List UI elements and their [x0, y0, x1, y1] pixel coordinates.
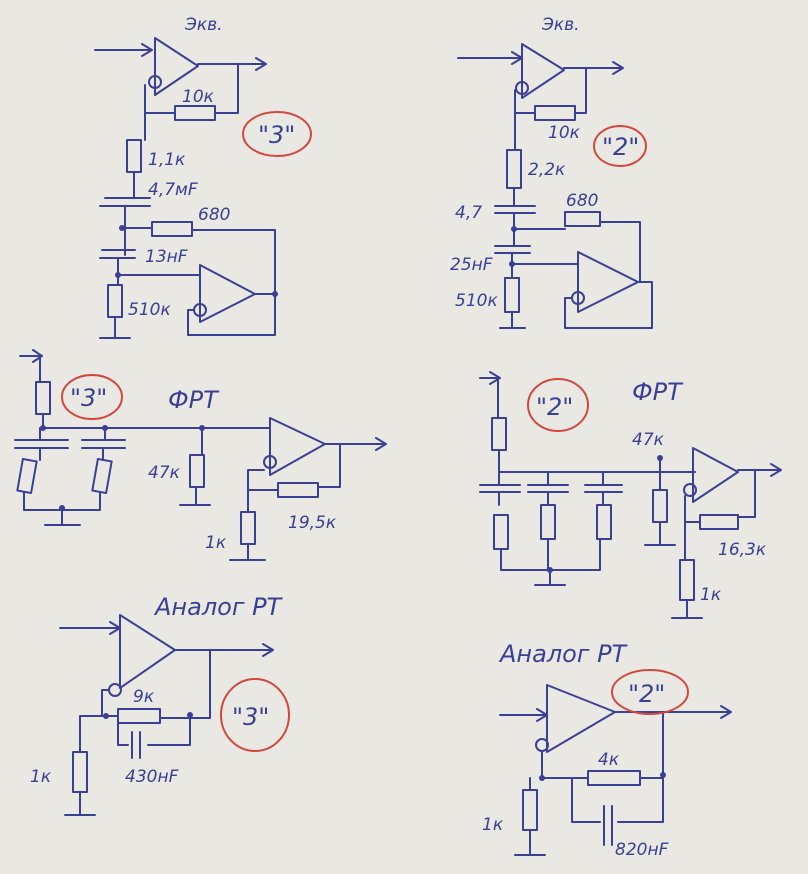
variant-label: "3" — [70, 384, 107, 412]
title: Аналог РТ — [153, 593, 284, 621]
label: 1,1к — [148, 150, 186, 170]
label: 1к — [205, 533, 227, 553]
output-arrow — [197, 57, 267, 71]
label: 510к — [128, 300, 171, 320]
label: 10к — [548, 123, 581, 143]
resistor — [126, 139, 142, 173]
label: 4,7 — [455, 203, 482, 223]
resistor — [107, 284, 123, 318]
analog-rt-circuit-2: Аналог РТ 4к 820нF 1к "2" — [482, 640, 732, 860]
label: 47к — [148, 463, 181, 483]
resistor — [151, 221, 193, 237]
label: 680 — [198, 205, 230, 225]
label: 10к — [182, 87, 215, 107]
label: 1к — [30, 767, 52, 787]
label: 820нF — [615, 840, 669, 860]
label: 1к — [482, 815, 504, 835]
label: 19,5к — [288, 513, 337, 533]
label: 4,7мF — [148, 180, 198, 200]
label: 16,3к — [718, 540, 767, 560]
variant-circle — [242, 111, 312, 157]
label: 47к — [632, 430, 665, 450]
resistor — [174, 105, 216, 121]
opamp — [199, 264, 256, 323]
frt-circuit-2: ФРТ 47к 16,3к 1к "2" — [479, 371, 782, 619]
equalizer-circuit-2: Экв. 10к 2,2к 4,7 680 25нF 510к "2" — [450, 15, 653, 329]
frt-circuit-3: ФРТ 47к 19,5к 1к "3" — [14, 349, 387, 561]
input-arrow — [94, 43, 153, 57]
variant-label: "3" — [232, 703, 269, 731]
title: Экв. — [184, 15, 223, 35]
analog-rt-circuit-3: Аналог РТ 9к 430нF 1к "3" — [30, 593, 290, 816]
label: 2,2к — [528, 160, 566, 180]
variant-label: "2" — [602, 133, 639, 161]
title: ФРТ — [632, 378, 684, 406]
label: 680 — [566, 191, 598, 211]
equalizer-circuit-3: Экв. 10к 1,1к 4,7мF 680 13нF 510к "3" — [94, 15, 312, 339]
title: ФРТ — [168, 386, 220, 414]
opamp — [154, 37, 199, 96]
title: Экв. — [541, 15, 580, 35]
label: 510к — [455, 291, 498, 311]
variant-label: "2" — [628, 680, 665, 708]
label: 13нF — [145, 247, 188, 267]
label: 430нF — [125, 767, 179, 787]
variant-label: "2" — [536, 393, 573, 421]
label: 4к — [598, 750, 620, 770]
title: Аналог РТ — [498, 640, 629, 668]
label: 9к — [133, 687, 155, 707]
label: 1к — [700, 585, 722, 605]
label: 25нF — [450, 255, 493, 275]
variant-label: "3" — [258, 121, 295, 149]
